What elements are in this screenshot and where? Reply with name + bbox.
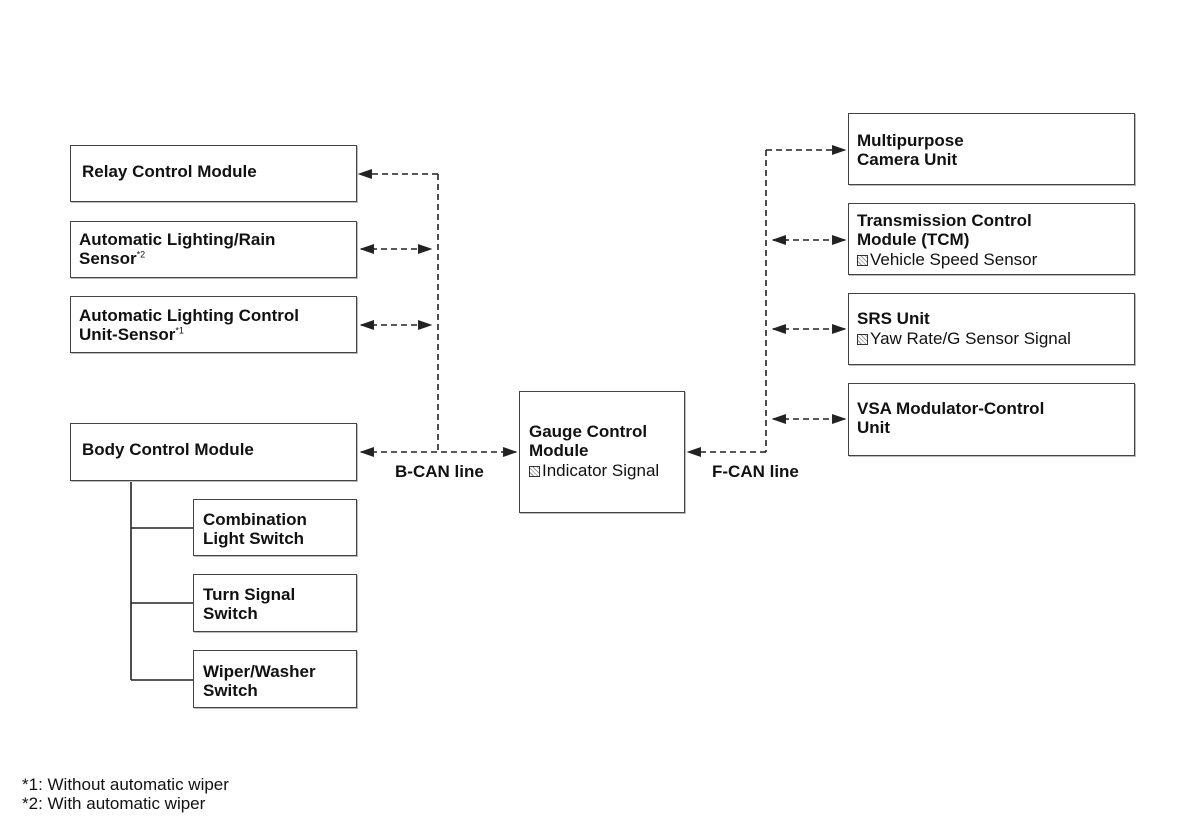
vsa-label-line1: VSA Modulator-Control [857, 399, 1045, 418]
automatic-lighting-control-unit-sensor: Automatic Lighting Control Unit-Sensor*1 [70, 296, 357, 353]
signal-icon [857, 255, 868, 266]
srs-label-line1: SRS Unit [857, 309, 930, 328]
turn-switch-label-line1: Turn Signal [203, 585, 296, 604]
relay-control-module: Relay Control Module [70, 145, 357, 202]
wiper-switch-label-line2: Switch [203, 681, 258, 700]
camera-label-line2: Camera Unit [857, 150, 958, 169]
combo-switch-label-line1: Combination [203, 510, 307, 529]
combination-light-switch: Combination Light Switch [193, 499, 357, 556]
turn-signal-switch: Turn Signal Switch [193, 574, 357, 632]
srs-unit: SRS Unit Yaw Rate/G Sensor Signal [848, 293, 1135, 365]
light-ctrl-label-line2: Unit-Sensor [79, 325, 176, 344]
tcm-signal: Vehicle Speed Sensor [870, 250, 1038, 269]
light-ctrl-label-line1: Automatic Lighting Control [79, 306, 300, 325]
f-can-line-label: F-CAN line [712, 462, 799, 481]
rain-sensor-label-line2: Sensor [79, 249, 137, 268]
transmission-control-module: Transmission Control Module (TCM) Vehicl… [848, 203, 1135, 275]
tcm-label-line2: Module (TCM) [857, 230, 970, 249]
footnote-1: *1: Without automatic wiper [22, 775, 229, 794]
light-ctrl-note: *1 [175, 325, 184, 336]
rain-sensor-note: *2 [136, 249, 146, 260]
rain-sensor-label-line1: Automatic Lighting/Rain [79, 230, 276, 249]
gauge-control-module: Gauge Control Module Indicator Signal [519, 391, 685, 513]
combo-switch-label-line2: Light Switch [203, 529, 305, 548]
automatic-lighting-rain-sensor: Automatic Lighting/Rain Sensor*2 [70, 221, 357, 278]
tcm-label-line1: Transmission Control [857, 211, 1032, 230]
multipurpose-camera-unit: Multipurpose Camera Unit [848, 113, 1135, 185]
gauge-label-line1: Gauge Control [529, 422, 648, 441]
gauge-label-line2: Module [529, 441, 589, 460]
srs-signal: Yaw Rate/G Sensor Signal [870, 329, 1071, 348]
signal-icon [529, 466, 540, 477]
signal-icon [857, 334, 868, 345]
body-control-module: Body Control Module [70, 423, 357, 481]
gauge-signal: Indicator Signal [542, 461, 660, 480]
b-can-line-label: B-CAN line [395, 462, 484, 481]
wiper-washer-switch: Wiper/Washer Switch [193, 650, 357, 708]
vsa-modulator-control-unit: VSA Modulator-Control Unit [848, 383, 1135, 456]
wiper-switch-label-line1: Wiper/Washer [203, 662, 316, 681]
relay-control-module-label: Relay Control Module [82, 162, 257, 181]
footnote-2: *2: With automatic wiper [22, 794, 206, 813]
body-control-module-label: Body Control Module [82, 440, 254, 459]
camera-label-line1: Multipurpose [857, 131, 964, 150]
turn-switch-label-line2: Switch [203, 604, 258, 623]
vsa-label-line2: Unit [857, 418, 891, 437]
